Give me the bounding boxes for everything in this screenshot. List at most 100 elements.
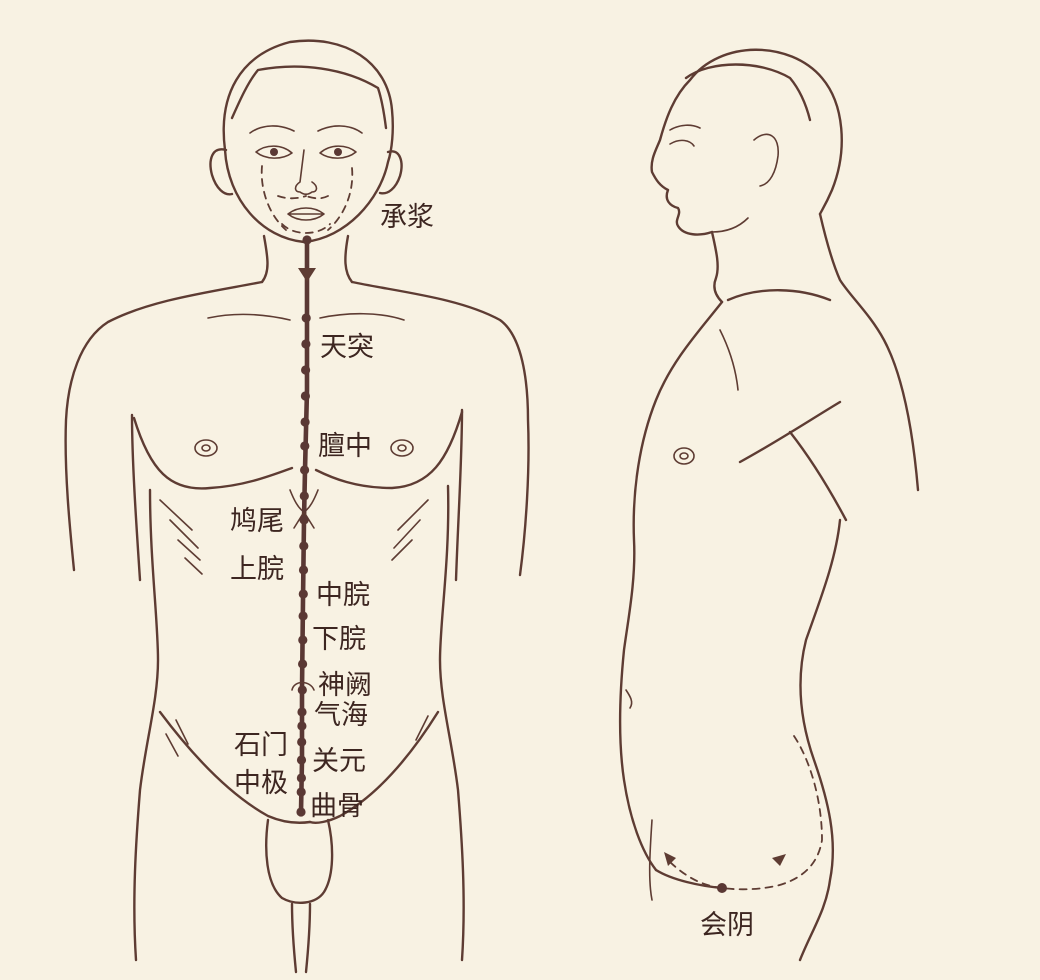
meridian-point-9 <box>299 491 309 501</box>
side-head-outline <box>650 48 843 236</box>
label-shenque: 神阙 <box>318 670 372 701</box>
front-left-eye <box>255 145 293 159</box>
meridian-point-23 <box>296 787 306 797</box>
label-shangwan: 上脘 <box>230 554 284 585</box>
front-nose <box>294 149 318 196</box>
side-front-arrow <box>664 852 676 866</box>
front-chest-right <box>314 410 464 490</box>
front-right-eye <box>319 145 357 159</box>
front-right-brow <box>317 125 363 134</box>
front-left-brow <box>249 125 295 134</box>
meridian-point-11 <box>299 541 309 551</box>
label-qihai: 气海 <box>314 700 368 731</box>
side-leg-front <box>648 819 653 901</box>
label-qugu: 曲骨 <box>310 791 364 822</box>
side-chest-detail <box>719 329 739 391</box>
front-mouth <box>287 207 325 221</box>
meridian-arrow-xiphoid <box>293 511 315 529</box>
front-torso-outline <box>64 280 530 577</box>
meridian-arrow-neck <box>298 268 316 282</box>
side-navel <box>625 689 633 709</box>
front-right-collarbone <box>319 312 405 321</box>
front-right-nipple <box>390 439 414 457</box>
front-hairline <box>230 65 388 130</box>
front-right-hip-marks <box>415 715 429 741</box>
front-left-collarbone <box>207 313 291 321</box>
meridian-point-5 <box>300 391 310 401</box>
meridian-point-8 <box>300 465 310 475</box>
meridian-points <box>296 235 312 817</box>
label-jiuwei: 鸠尾 <box>230 506 284 537</box>
side-belly-front <box>654 868 724 890</box>
front-genital-outline <box>265 818 334 904</box>
meridian-navel-mark <box>291 681 315 691</box>
side-back-lower <box>798 518 842 962</box>
meridian-point-7 <box>300 441 310 451</box>
meridian-point-1 <box>302 235 312 245</box>
side-shoulder <box>726 289 832 302</box>
meridian-point-15 <box>298 635 308 645</box>
side-ear <box>753 133 779 187</box>
meridian-point-24 <box>296 807 306 817</box>
side-eye <box>669 139 695 147</box>
conception-vessel-line <box>298 237 310 815</box>
meridian-point-3 <box>301 339 311 349</box>
meridian-line-group <box>291 235 316 817</box>
meridian-point-10 <box>299 515 309 525</box>
side-arm <box>738 400 848 522</box>
label-xiawan: 下脘 <box>312 624 366 655</box>
front-head-outline <box>222 39 394 244</box>
side-figure <box>619 48 920 962</box>
front-chest-left <box>132 416 294 490</box>
meridian-point-21 <box>296 755 307 765</box>
front-groin-right <box>308 710 440 824</box>
meridian-point-12 <box>298 565 309 575</box>
front-neck <box>260 234 354 284</box>
side-neck-front <box>710 230 724 304</box>
front-left-hip-marks <box>165 719 189 757</box>
front-figure <box>64 39 530 974</box>
meridian-point-16 <box>298 659 308 669</box>
meridian-point-14 <box>298 611 308 621</box>
meridian-point-22 <box>296 773 306 783</box>
meridian-point-20 <box>297 737 307 747</box>
meridian-point-6 <box>300 417 310 427</box>
front-right-arm-inner <box>454 408 464 582</box>
acupoint-labels: 承浆 天突 膻中 鸠尾 上脘 中脘 下脘 神阙 气海 石门 关元 中极 曲骨 会… <box>230 202 754 941</box>
side-chest-front <box>619 300 724 872</box>
meridian-point-18 <box>297 707 307 717</box>
front-left-arm-inner <box>130 413 142 582</box>
front-right-ear <box>378 150 403 195</box>
label-zhongwan: 中脘 <box>316 580 370 611</box>
side-back-outline <box>818 212 920 492</box>
label-shimen: 石门 <box>234 730 288 761</box>
front-waist-outline <box>133 484 465 962</box>
side-nipple <box>673 447 695 465</box>
huiyin-point-marker <box>717 883 727 893</box>
side-jaw <box>711 217 749 233</box>
front-left-pupil <box>270 148 278 156</box>
front-left-nipple <box>194 439 218 457</box>
label-tiantu: 天突 <box>320 332 374 363</box>
label-guanyuan: 关元 <box>312 746 366 777</box>
meridian-point-2 <box>301 313 311 323</box>
label-zhongji: 中极 <box>234 768 288 799</box>
front-left-rib-marks <box>159 499 203 575</box>
label-huiyin: 会阴 <box>700 910 754 941</box>
side-dashed-path-back <box>721 735 823 891</box>
meridian-point-13 <box>298 589 308 599</box>
label-chengjiang: 承浆 <box>380 202 434 233</box>
label-danzhong: 膻中 <box>318 431 372 462</box>
front-face-dashed-path <box>260 165 354 231</box>
front-left-ear <box>209 148 234 196</box>
meridian-point-19 <box>297 721 307 731</box>
side-brow <box>669 124 701 131</box>
meridian-point-4 <box>301 365 311 375</box>
side-back-arrow <box>772 854 786 866</box>
side-hairline <box>684 63 812 122</box>
front-chin-dashed-loop <box>281 223 331 234</box>
meridian-point-17 <box>297 685 307 695</box>
front-right-pupil <box>334 148 342 156</box>
